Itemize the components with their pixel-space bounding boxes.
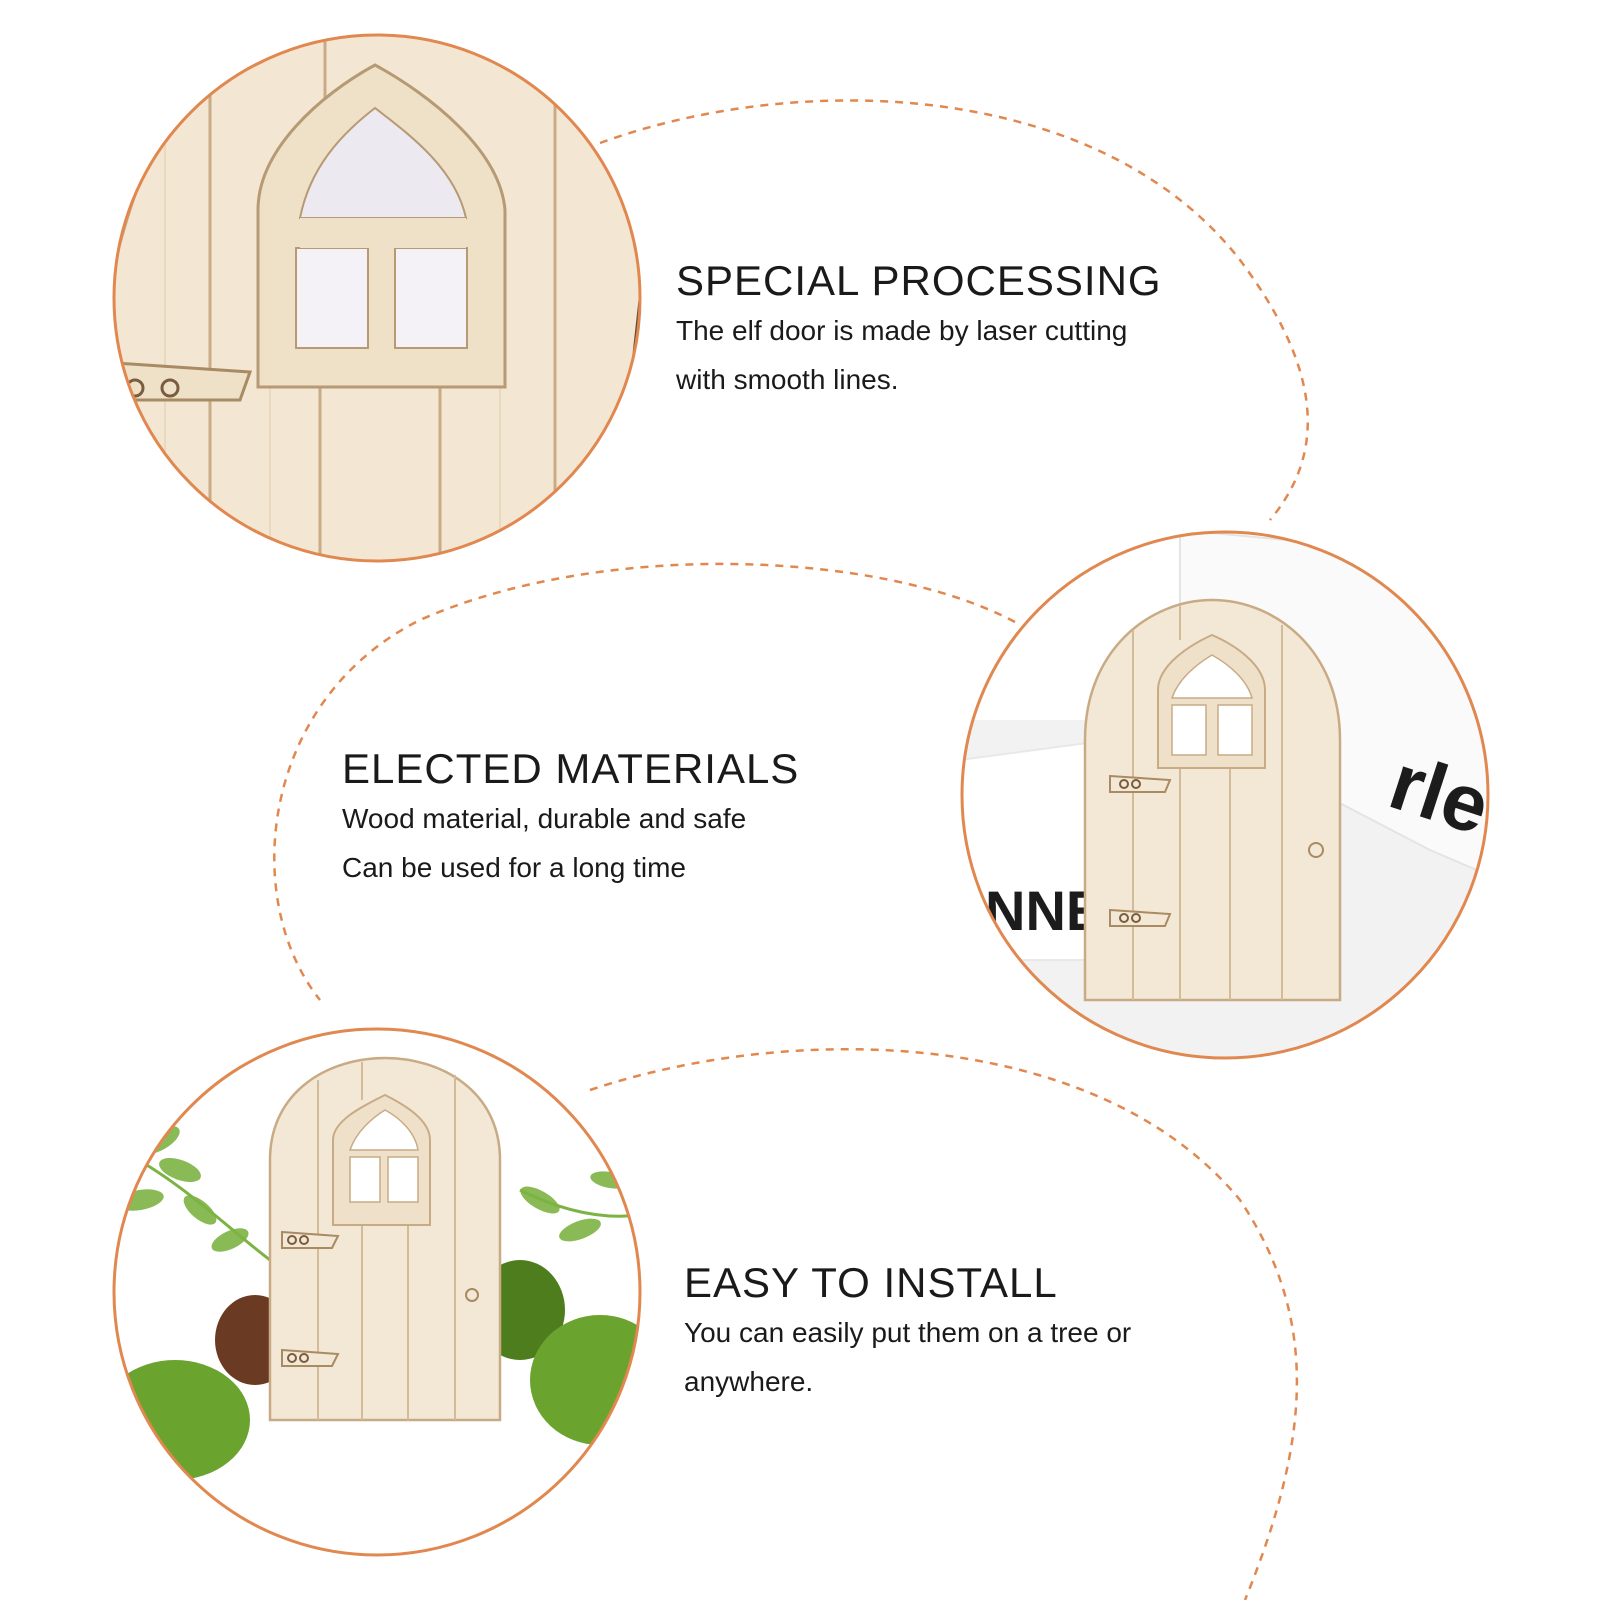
feature-description: Wood material, durable and safe Can be u…	[342, 794, 799, 892]
dashed-ellipse-middle	[273, 562, 1016, 1001]
feature-description: The elf door is made by laser cutting wi…	[676, 306, 1162, 404]
dashed-ellipse-bottom	[589, 1048, 1299, 1600]
feature-line: with smooth lines.	[676, 364, 899, 395]
photo-frame-1	[112, 33, 642, 563]
feature-line: anywhere.	[684, 1366, 814, 1397]
feature-elected-materials: ELECTED MATERIALS Wood material, durable…	[342, 748, 799, 892]
feature-easy-to-install: EASY TO INSTALL You can easily put them …	[684, 1262, 1131, 1406]
photo-door-with-plants	[114, 1029, 640, 1555]
feature-line: You can easily put them on a tree or	[684, 1317, 1132, 1348]
feature-line: Wood material, durable and safe	[342, 803, 747, 834]
feature-line: The elf door is made by laser cutting	[676, 315, 1128, 346]
photo-frame-2	[960, 530, 1490, 1060]
feature-title: ELECTED MATERIALS	[342, 745, 800, 792]
photo-closeup-window	[114, 35, 640, 561]
feature-special-processing: SPECIAL PROCESSING The elf door is made …	[676, 260, 1162, 404]
feature-line: Can be used for a long time	[342, 852, 686, 883]
feature-title: EASY TO INSTALL	[684, 1259, 1058, 1306]
feature-title: SPECIAL PROCESSING	[676, 257, 1162, 304]
feature-description: You can easily put them on a tree or any…	[684, 1308, 1131, 1406]
photo-frame-3	[112, 1027, 642, 1557]
photo-door-with-box: rle NNE	[962, 532, 1488, 1058]
box-print-text-bottom: NNE	[985, 879, 1103, 942]
